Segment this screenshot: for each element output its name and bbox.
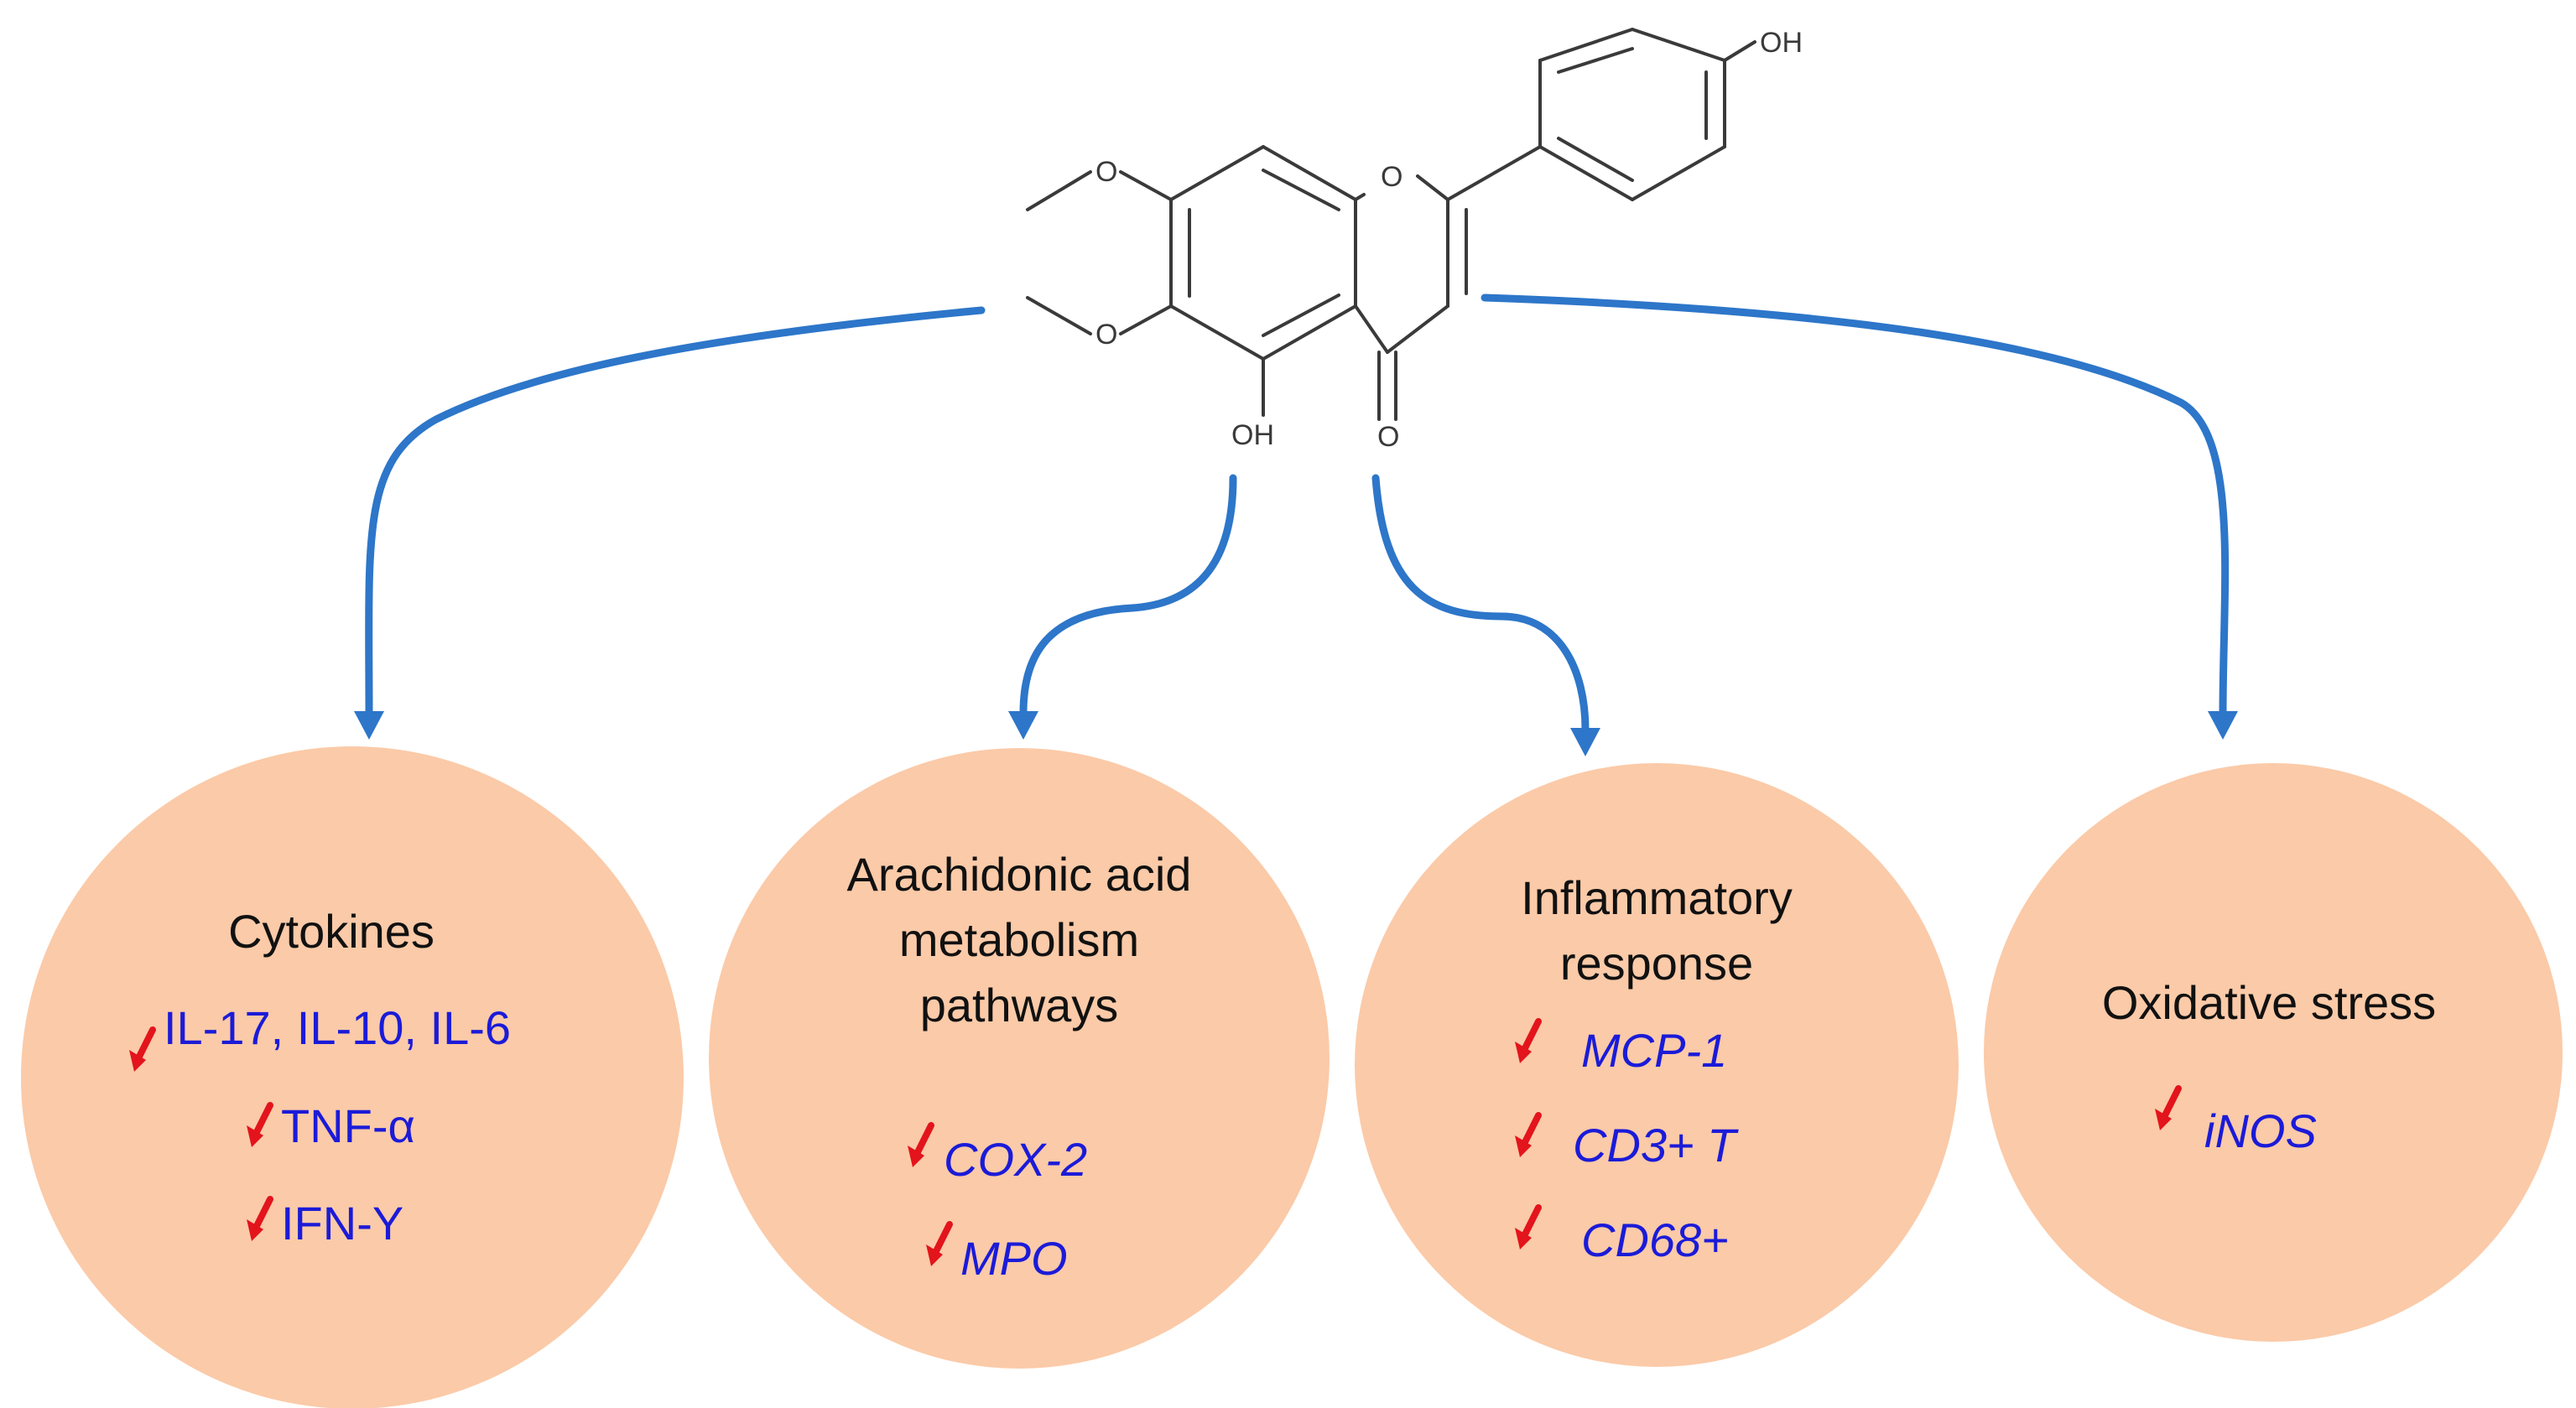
effect-item: CD3+ T [1573,1119,1739,1172]
effect-title: response [1560,937,1753,990]
effect-item: iNOS [2204,1104,2317,1157]
effect-oxidative-stress: Oxidative stress iNOS [2102,976,2436,1157]
arrowhead-arachidonic [1008,711,1038,740]
decrease-arrow-icon [247,1102,273,1147]
decrease-arrow-icon [1515,1204,1542,1250]
effect-item: MPO [960,1232,1068,1285]
arrowhead-oxidative [2208,711,2238,740]
arrow-to-arachidonic [1019,474,1237,717]
effect-title: Arachidonic acid [847,848,1192,901]
decrease-arrow-icon [247,1196,273,1241]
pathway-arrows [354,294,2238,756]
atom-label-methoxy-o-upper: O [1095,156,1117,188]
decrease-arrow-icon [926,1221,953,1266]
circle-inflammatory [1355,763,1959,1367]
effect-item: IFN-Υ [281,1197,403,1250]
effect-circles [21,746,2563,1408]
decrease-arrow-icon [129,1026,156,1072]
atom-label-carbonyl-o: O [1377,421,1399,453]
atom-label-ring-o: O [1381,161,1402,193]
circle-cytokines [21,746,684,1408]
effect-arachidonic-acid: Arachidonic acid metabolism pathways COX… [847,848,1192,1285]
effect-item: CD68+ [1581,1213,1729,1266]
effect-title: Oxidative stress [2102,976,2436,1029]
flavone-structure: OH O OH O O O [1026,27,1803,453]
atom-label-oh-bottom: OH [1231,419,1274,451]
arrow-to-inflammatory [1371,474,1590,734]
decrease-arrow-icon [2155,1085,2182,1130]
circle-oxidative [1984,763,2563,1342]
decrease-arrow-icon [1515,1018,1542,1063]
circle-arachidonic [709,748,1330,1369]
effect-title: Inflammatory [1521,871,1793,924]
effect-cytokines: Cytokines IL-17, IL-10, IL-6 TNF-α IFN-Υ [129,905,511,1250]
arrowhead-cytokines [354,711,384,740]
atom-label-oh-top: OH [1760,27,1803,59]
effect-title: Cytokines [228,905,435,958]
effect-inflammatory-response: Inflammatory response MCP-1 CD3+ T CD68+ [1515,871,1793,1266]
atom-label-methoxy-o-lower: O [1095,319,1117,351]
effect-item: MCP-1 [1581,1024,1727,1077]
effect-item: TNF-α [281,1099,415,1152]
effect-title: metabolism [899,913,1139,966]
arrow-to-oxidative [1481,294,2230,717]
arrow-to-cytokines [365,306,986,717]
effect-item: IL-17, IL-10, IL-6 [164,1001,511,1054]
effect-item: COX-2 [944,1133,1087,1186]
effect-title: pathways [920,979,1119,1031]
arrowhead-inflammatory [1570,728,1600,756]
decrease-arrow-icon [908,1122,934,1167]
decrease-arrow-icon [1515,1112,1542,1157]
